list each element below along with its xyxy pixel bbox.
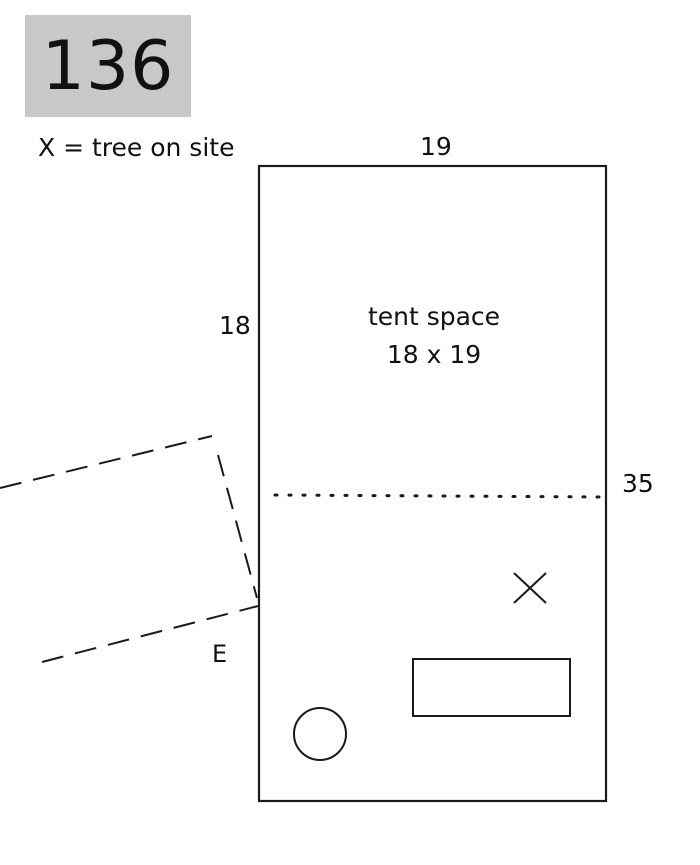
- tent-space-label: tent space 18 x 19: [334, 298, 534, 374]
- circle-icon: [293, 707, 347, 761]
- site-number: 136: [41, 26, 175, 106]
- parking-edge-side: [217, 454, 258, 599]
- tent-space-title: tent space: [367, 302, 501, 331]
- legend-text: X = tree on site: [38, 133, 235, 162]
- parking-edge-top: [0, 435, 213, 489]
- dimension-top: 19: [420, 132, 452, 161]
- rectangle-icon: [412, 658, 571, 717]
- x-mark-icon: [513, 572, 547, 604]
- tent-space-boundary-line: [273, 493, 608, 499]
- tent-space-size: 18 x 19: [386, 340, 482, 369]
- parking-edge-bottom: [41, 605, 259, 663]
- site-boundary: [257, 164, 608, 803]
- entrance-label: E: [212, 640, 228, 668]
- site-number-badge: 136: [25, 15, 191, 117]
- dimension-right: 35: [622, 469, 654, 498]
- dimension-left: 18: [219, 311, 251, 340]
